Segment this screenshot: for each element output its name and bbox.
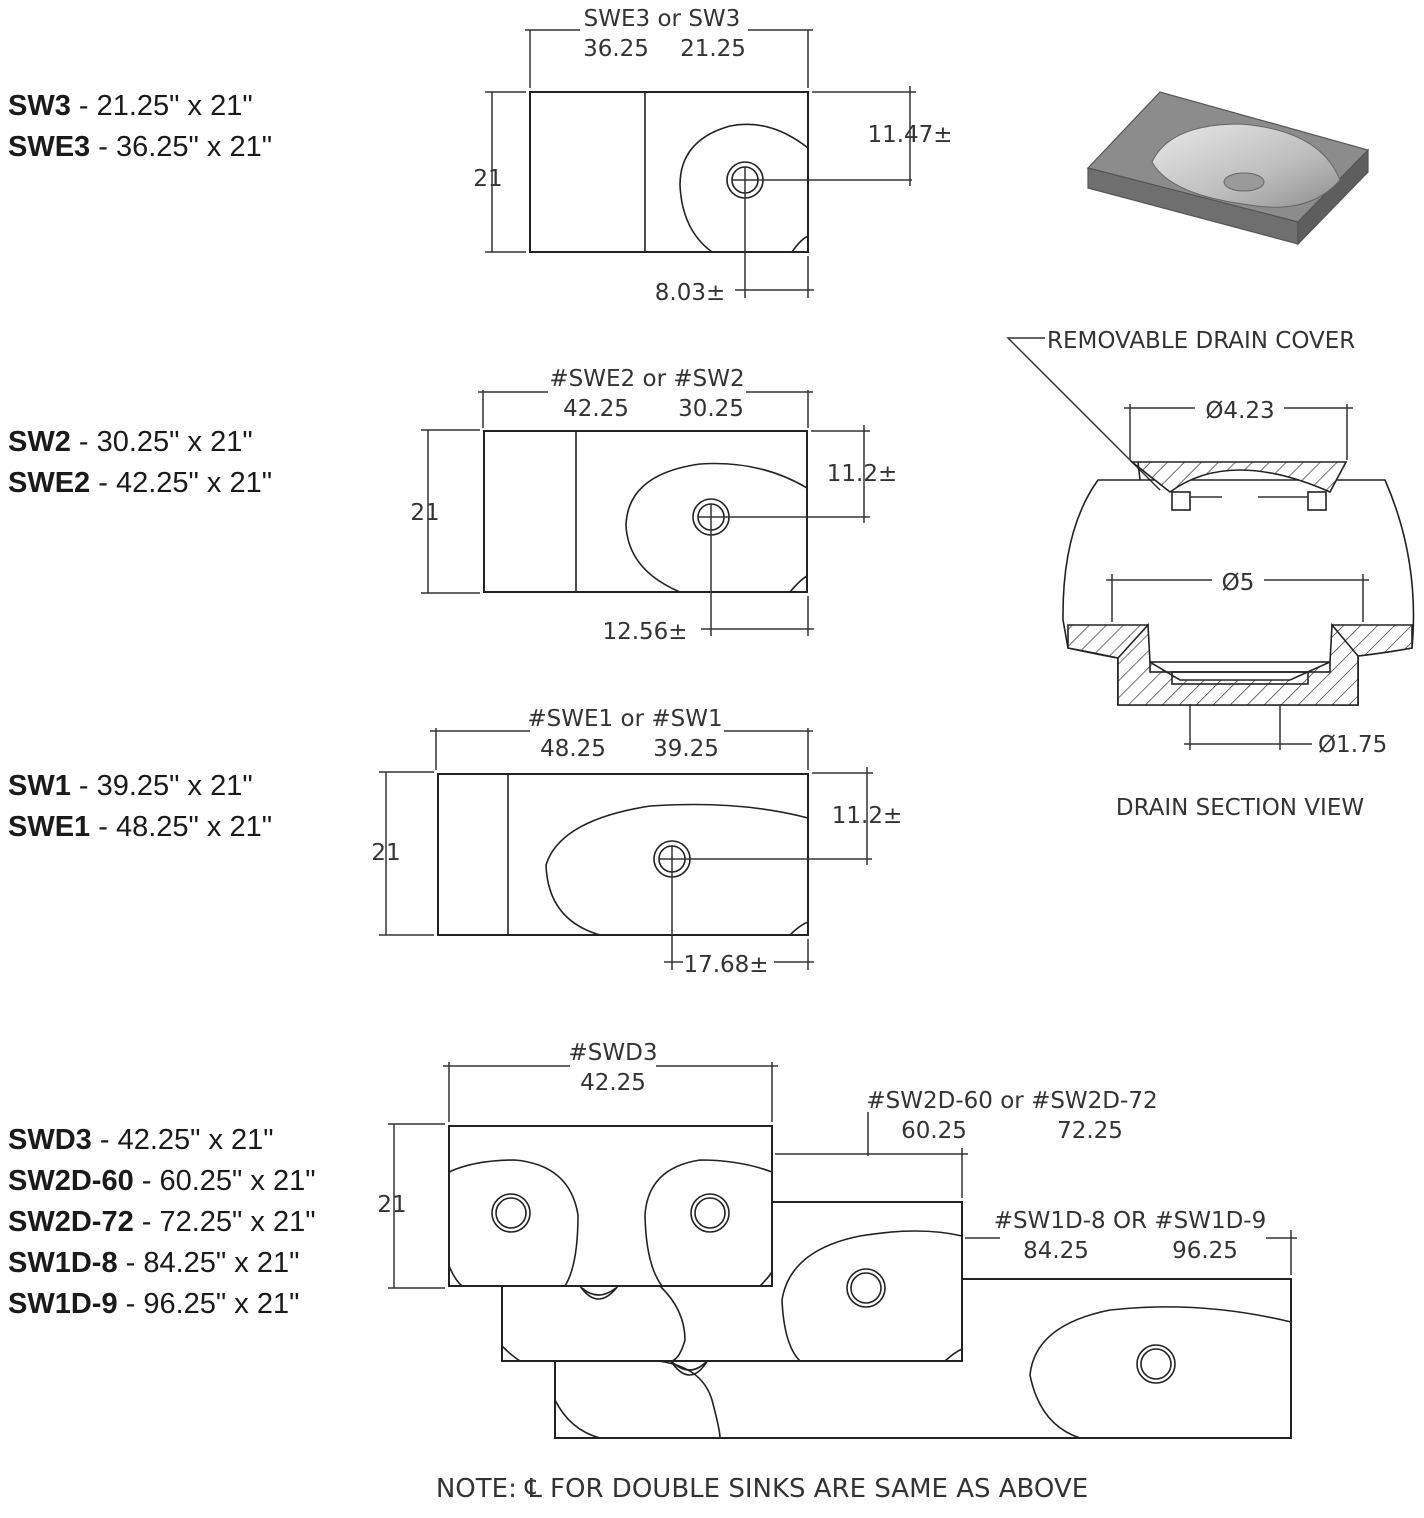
spec-list-sw1: SW1 - 39.25" x 21" SWE1 - 48.25" x 21"	[8, 766, 272, 848]
spec-line: SW1D-8 - 84.25" x 21"	[8, 1247, 300, 1279]
drain-section-view: REMOVABLE DRAIN COVER Ø4.23 Ø5 Ø1.75 DRA…	[1006, 328, 1415, 821]
dim-length-sw1d-a: 84.25	[1023, 1238, 1089, 1264]
dim-title-sw2d: #SW2D-60 or #SW2D-72	[866, 1088, 1157, 1114]
spec-line: SWE2 - 42.25" x 21"	[8, 467, 272, 499]
dim-title: SWE3 or SW3	[584, 6, 741, 32]
drawing-sw2: #SWE2 or #SW2 42.25 30.25 21 11.2± 12.56…	[410, 366, 897, 645]
dim-drain-vertical: 11.47±	[867, 122, 952, 148]
dim-length-sw2d-b: 72.25	[1057, 1118, 1123, 1144]
spec-list-sw3: SW3 - 21.25" x 21" SWE3 - 36.25" x 21"	[8, 86, 272, 168]
drawing-sw3: SWE3 or SW3 36.25 21.25 21 11.47± 8.03±	[473, 6, 952, 306]
dim-length-a: 36.25	[583, 36, 649, 62]
dim-drain-vertical: 11.2±	[832, 803, 902, 829]
dim-length-b: 21.25	[680, 36, 746, 62]
dim-length-a: 42.25	[563, 396, 629, 422]
dim-drain-vertical: 11.2±	[827, 461, 897, 487]
dim-diameter-top: Ø4.23	[1205, 398, 1274, 424]
dim-height: 21	[371, 840, 400, 866]
dim-title: #SWE1 or #SW1	[527, 706, 722, 732]
spec-line: SW1D-9 - 96.25" x 21"	[8, 1288, 300, 1320]
dim-length-sw2d-a: 60.25	[901, 1118, 967, 1144]
dim-drain-horizontal: 8.03±	[655, 280, 725, 306]
spec-line: SWE1 - 48.25" x 21"	[8, 811, 272, 843]
dim-length-b: 39.25	[653, 736, 719, 762]
dim-diameter-mid: Ø5	[1222, 570, 1255, 596]
dim-height: 21	[377, 1192, 406, 1218]
dim-diameter-bottom: Ø1.75	[1318, 732, 1387, 758]
spec-list-double: SWD3 - 42.25" x 21" SW2D-60 - 60.25" x 2…	[8, 1120, 316, 1325]
drain-cover-label: REMOVABLE DRAIN COVER	[1047, 328, 1355, 354]
spec-line: SW2D-60 - 60.25" x 21"	[8, 1165, 316, 1197]
spec-line: SWD3 - 42.25" x 21"	[8, 1124, 274, 1156]
dim-title: #SWE2 or #SW2	[549, 366, 744, 392]
dim-length-sw1d-b: 96.25	[1172, 1238, 1238, 1264]
drawing-double-sinks: #SWD3 42.25 21 #SW2D-60 or #SW2D-72 60.2…	[377, 1040, 1297, 1439]
dim-title-swd3: #SWD3	[569, 1040, 658, 1066]
dim-length-b: 30.25	[678, 396, 744, 422]
dim-length-a: 48.25	[540, 736, 606, 762]
spec-line: SW1 - 39.25" x 21"	[8, 770, 253, 802]
dim-height: 21	[410, 500, 439, 526]
sink-3d-illustration	[1086, 91, 1370, 246]
footer-note: NOTE: ℄ FOR DOUBLE SINKS ARE SAME AS ABO…	[436, 1474, 1088, 1504]
drain-section-caption: DRAIN SECTION VIEW	[1116, 795, 1364, 821]
spec-line: SW2 - 30.25" x 21"	[8, 426, 253, 458]
dim-drain-horizontal: 17.68±	[683, 952, 768, 978]
spec-line: SW2D-72 - 72.25" x 21"	[8, 1206, 316, 1238]
dim-title-sw1d: #SW1D-8 OR #SW1D-9	[994, 1208, 1267, 1234]
drawing-sw1: #SWE1 or #SW1 48.25 39.25 21 11.2± 17.68…	[371, 706, 902, 978]
spec-line: SWE3 - 36.25" x 21"	[8, 131, 272, 163]
spec-list-sw2: SW2 - 30.25" x 21" SWE2 - 42.25" x 21"	[8, 422, 272, 504]
spec-line: SW3 - 21.25" x 21"	[8, 90, 253, 122]
dim-drain-horizontal: 12.56±	[602, 619, 687, 645]
dim-height: 21	[473, 166, 502, 192]
dim-length-swd3: 42.25	[580, 1070, 646, 1096]
